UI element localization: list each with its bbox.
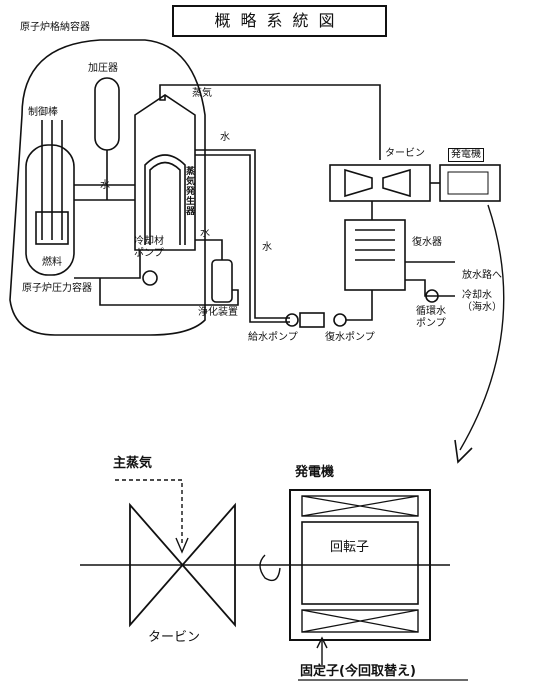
diagram-title: 概略系統図 (172, 5, 387, 37)
condensate-pump-label: 復水ポンプ (325, 332, 375, 343)
containment-label: 原子炉格納容器 (20, 22, 90, 33)
steam-generator-label: 蒸気発生器 (184, 166, 194, 216)
feed-pump-shape (285, 313, 299, 327)
generator-label: 発電機 (448, 148, 484, 162)
stator-label: 固定子(今回取替え) (300, 664, 416, 679)
generator-shape (439, 164, 501, 202)
coolant-pump-label: 冷却材 ポンプ (134, 236, 164, 259)
detail-turbine-label: タービン (148, 630, 201, 645)
turbine-label: タービン (385, 148, 425, 159)
water-label-c: 水 (200, 228, 210, 239)
generator-housing (289, 489, 431, 641)
circ-pump-shape (425, 289, 439, 303)
discharge-label: 放水路へ (462, 270, 502, 281)
condenser-label: 復水器 (412, 237, 442, 248)
connector-arrow (459, 204, 505, 451)
water-label-a: 水 (220, 132, 230, 143)
pressure-vessel-label: 原子炉圧力容器 (22, 283, 92, 294)
water-label-b: 水 (100, 180, 110, 191)
condenser-shape (344, 219, 406, 291)
cooling-water-label: 冷却水 （海水） (462, 290, 502, 313)
rotor-box (301, 521, 419, 605)
steam-generator-shape (134, 94, 196, 251)
rotation-symbol (259, 554, 281, 582)
main-steam-label: 主蒸気 (113, 456, 153, 471)
detail-generator-label: 発電機 (295, 465, 335, 480)
fuel-label: 燃料 (42, 257, 62, 268)
pressurizer-label: 加圧器 (88, 63, 118, 74)
pressure-vessel-shape (25, 144, 75, 276)
purification-shape (211, 259, 233, 303)
purification-label: 浄化装置 (198, 307, 238, 318)
stator-top (301, 495, 419, 517)
pressurizer-shape (94, 77, 120, 151)
fuel-shape (35, 211, 69, 245)
water-label-d: 水 (262, 242, 272, 253)
coolant-pump-shape (142, 270, 158, 286)
feed-pump-label: 給水ポンプ (248, 332, 298, 343)
rotor-label: 回転子 (330, 540, 370, 555)
turbine-rotor (344, 168, 411, 198)
turbine-bowtie (129, 502, 236, 628)
control-rods-label: 制御棒 (28, 107, 58, 118)
circ-pump-label: 循環水 ポンプ (416, 306, 446, 329)
containment-outline (9, 39, 206, 336)
stator-bottom (301, 609, 419, 633)
steam-label: 蒸気 (192, 88, 212, 99)
condensate-pump-shape (333, 313, 347, 327)
